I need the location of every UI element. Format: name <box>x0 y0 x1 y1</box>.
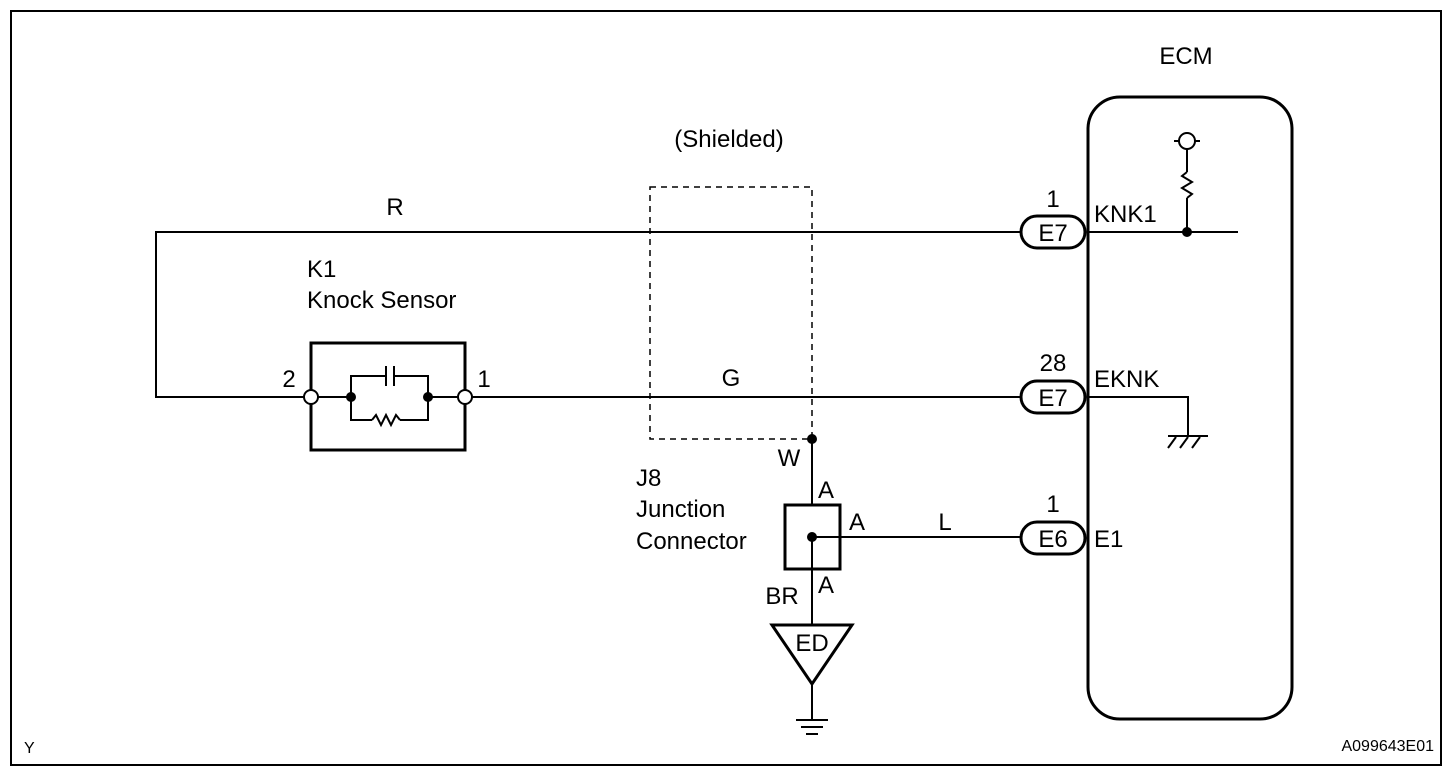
knock-sensor-pin-left: 2 <box>282 366 295 393</box>
wire-l-label: L <box>938 509 951 536</box>
knock-sensor-code: K1 <box>307 256 336 283</box>
ground-point-ed-label: ED <box>795 630 828 657</box>
knock-sensor <box>303 341 473 452</box>
wire-w-label: W <box>778 445 801 472</box>
shield-outline <box>649 186 813 440</box>
connector-e7-knk1-pin: 1 <box>1046 186 1059 213</box>
signal-knk1: KNK1 <box>1094 201 1157 228</box>
connector-e7-eknk-pin: 28 <box>1040 350 1067 377</box>
knock-sensor-pin-right: 1 <box>477 366 490 393</box>
wire-br-label: BR <box>765 583 798 610</box>
junction-code: J8 <box>636 465 661 492</box>
ground-symbol-icon <box>796 719 828 735</box>
ground-hatch-icon <box>1167 436 1177 449</box>
diagram-frame <box>10 10 1442 766</box>
footer-left: Y <box>24 740 35 757</box>
ecm-eknk-ground <box>1088 396 1208 449</box>
pin-terminal-icon <box>457 389 473 405</box>
junction-pin-a-right: A <box>849 509 865 536</box>
knock-sensor-name: Knock Sensor <box>307 287 456 314</box>
connector-e6-e1 <box>1019 520 1087 556</box>
connector-e7-knk1-label: E7 <box>1038 220 1067 247</box>
connector-e6-e1-label: E6 <box>1038 526 1067 553</box>
ecm-box <box>1086 95 1294 721</box>
wire-r <box>155 231 1020 398</box>
connector-e7-knk1 <box>1019 214 1087 250</box>
ecm-knk1-circuit <box>1088 132 1238 237</box>
power-terminal-icon <box>1178 132 1196 150</box>
junction-name-line1: Junction <box>636 496 725 523</box>
figure-id: A099643E01 <box>1341 738 1434 755</box>
wire-g-label: G <box>722 365 741 392</box>
connector-e7-eknk <box>1019 379 1087 415</box>
junction-pin-a-bottom: A <box>818 572 834 599</box>
junction-name-line2: Connector <box>636 528 747 555</box>
resistor-icon <box>1180 171 1194 199</box>
pin-terminal-icon <box>303 389 319 405</box>
signal-eknk: EKNK <box>1094 366 1159 393</box>
connector-e7-eknk-label: E7 <box>1038 385 1067 412</box>
ground-point-ed <box>769 623 855 687</box>
shield-label: (Shielded) <box>674 126 783 153</box>
wire-r-label: R <box>386 194 403 221</box>
ecm-title: ECM <box>1159 43 1212 70</box>
junction-pin-a-top: A <box>818 477 834 504</box>
signal-e1: E1 <box>1094 526 1123 553</box>
resistor-icon <box>371 412 401 428</box>
connector-e6-e1-pin: 1 <box>1046 491 1059 518</box>
